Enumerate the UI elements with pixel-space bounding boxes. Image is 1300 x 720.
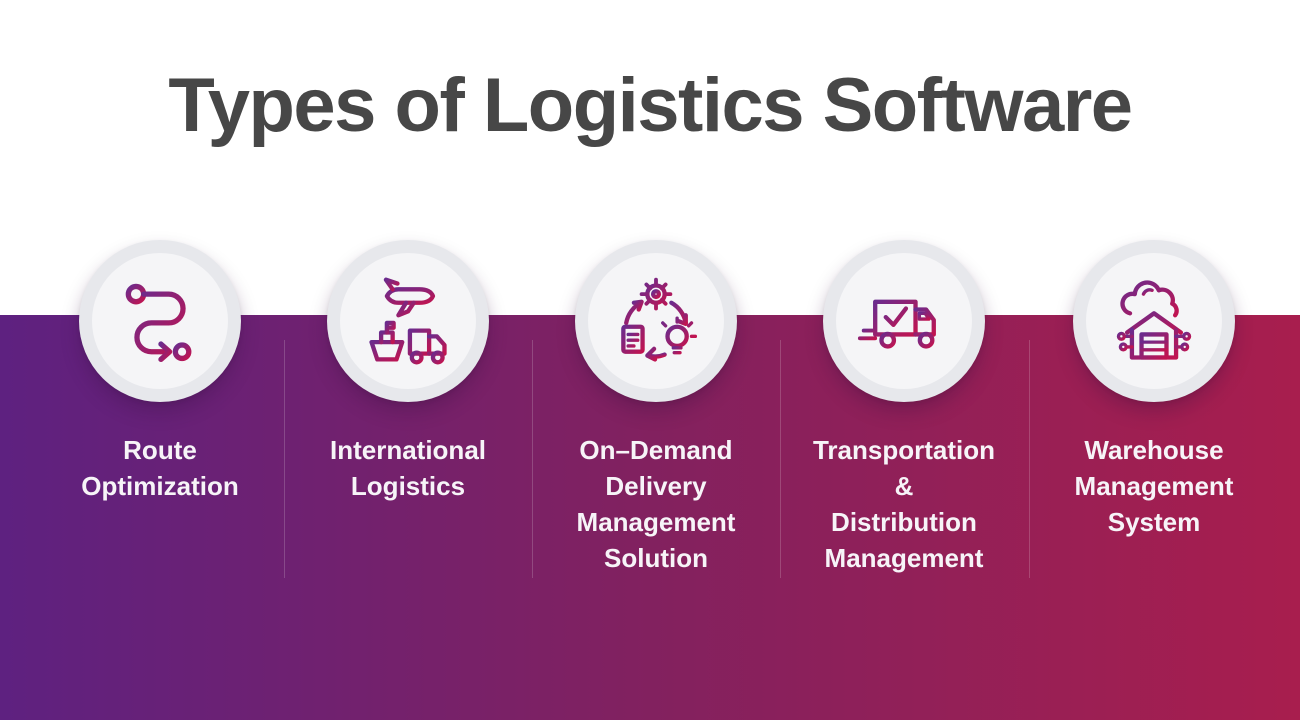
- item-label: Route Optimization: [81, 432, 238, 504]
- label-line: Delivery: [605, 471, 707, 501]
- label-line: Route: [123, 435, 197, 465]
- delivery-truck-icon: [857, 299, 936, 349]
- page-title: Types of Logistics Software: [168, 63, 1133, 148]
- circle-badge: [79, 240, 241, 402]
- circle-badge: [327, 240, 489, 402]
- item-warehouse-management: Warehouse Management System: [1030, 240, 1278, 540]
- label-line: Optimization: [81, 471, 239, 501]
- process-cycle-icon: [621, 277, 698, 362]
- item-label: Transportation & Distribution Management: [813, 432, 995, 576]
- label-line: System: [1107, 507, 1201, 537]
- column-divider: [780, 340, 781, 578]
- label-line: &: [894, 471, 914, 501]
- item-label: Warehouse Management System: [1075, 432, 1234, 540]
- label-line: Management: [1074, 471, 1234, 501]
- item-route-optimization: Route Optimization: [36, 240, 284, 504]
- item-label: International Logistics: [330, 432, 486, 504]
- circle-badge: [1073, 240, 1235, 402]
- circle-badge-inner: [92, 253, 228, 389]
- circle-badge-inner: [340, 253, 476, 389]
- column-divider: [1029, 340, 1030, 578]
- label-line: Distribution: [831, 507, 977, 537]
- circle-badge: [575, 240, 737, 402]
- item-international-logistics: International Logistics: [284, 240, 532, 504]
- label-line: Management: [824, 543, 984, 573]
- label-line: Logistics: [350, 471, 466, 501]
- label-line: On–Demand: [579, 435, 733, 465]
- label-line: International: [329, 435, 486, 465]
- label-line: Management: [576, 507, 736, 537]
- label-line: Transportation: [812, 435, 995, 465]
- column-divider: [532, 340, 533, 578]
- route-path-icon: [125, 283, 192, 363]
- global-logistics-icon: [369, 277, 447, 365]
- circle-badge-inner: [1086, 253, 1222, 389]
- column-divider: [284, 340, 285, 578]
- item-transportation-distribution: Transportation & Distribution Management: [780, 240, 1028, 576]
- label-line: Warehouse: [1084, 435, 1224, 465]
- circle-badge-inner: [836, 253, 972, 389]
- item-label: On–Demand Delivery Management Solution: [577, 432, 736, 576]
- label-line: Solution: [604, 543, 708, 573]
- circle-badge-inner: [588, 253, 724, 389]
- smart-warehouse-icon: [1116, 280, 1192, 360]
- circle-badge: [823, 240, 985, 402]
- item-on-demand-delivery: On–Demand Delivery Management Solution: [532, 240, 780, 576]
